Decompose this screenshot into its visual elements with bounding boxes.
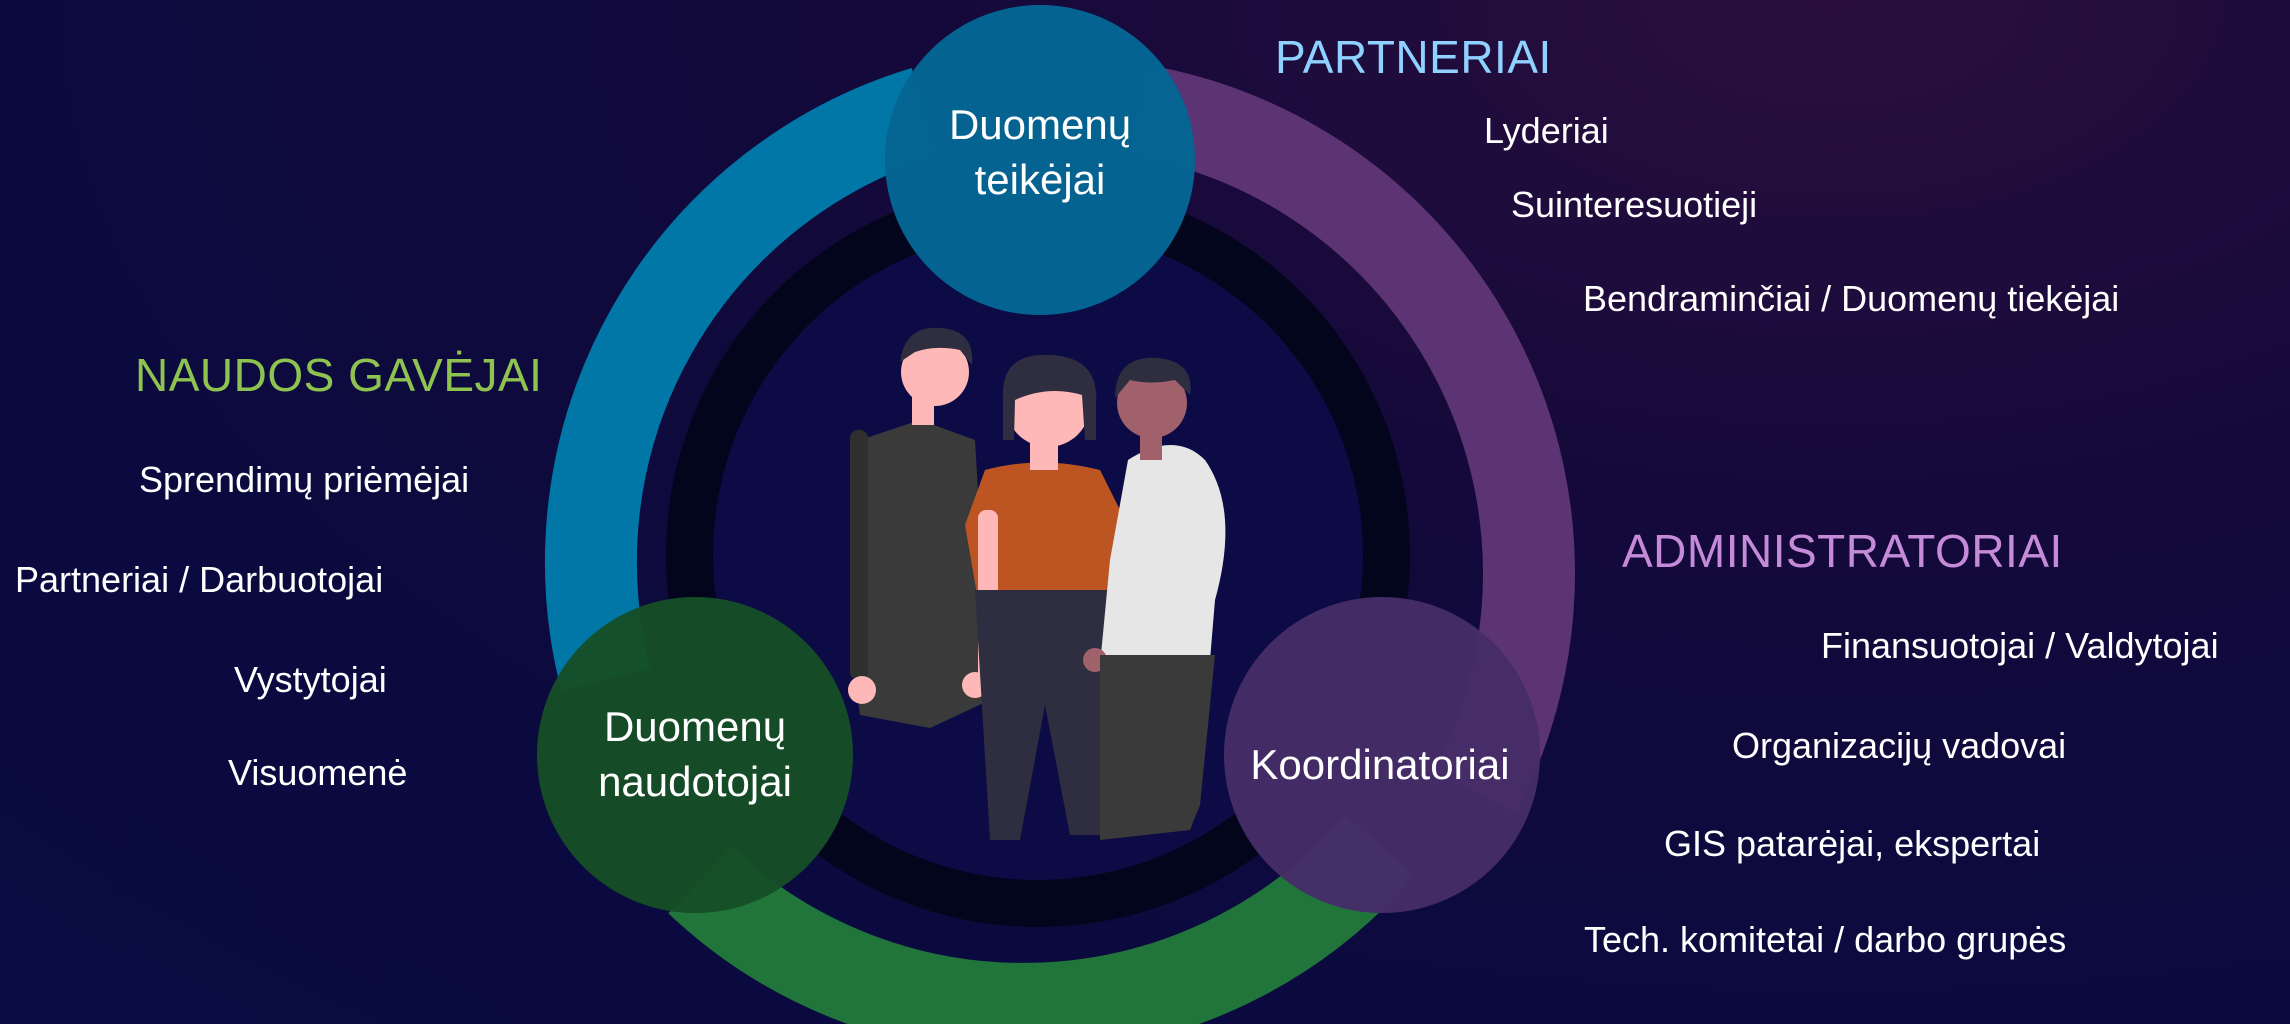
naudos-gavejai-item-4: Visuomenė bbox=[228, 752, 408, 793]
node-top-label-line1: Duomenų bbox=[948, 101, 1132, 148]
node-right-label-text: Koordinatoriai bbox=[1250, 741, 1510, 788]
partneriai-item-1: Lyderiai bbox=[1484, 110, 1609, 151]
green-arc bbox=[668, 814, 1415, 1024]
node-duomenu-naudotojai bbox=[537, 597, 853, 913]
administratoriai-item-3: GIS patarėjai, ekspertai bbox=[1664, 823, 2041, 864]
node-left-label-line2: naudotojai bbox=[598, 757, 792, 805]
administratoriai-item-1: Finansuotojai / Valdytojai bbox=[1821, 625, 2219, 666]
administratoriai-heading: ADMINISTRATORIAI bbox=[1622, 525, 2063, 577]
naudos-gavejai-item-1: Sprendimų priėmėjai bbox=[139, 459, 470, 500]
people-group-illustration bbox=[848, 327, 1226, 840]
partneriai-item-2: Suinteresuotieji bbox=[1511, 184, 1758, 225]
administratoriai-item-2: Organizacijų vadovai bbox=[1732, 725, 2067, 766]
node-top-label-line2: teikėjai bbox=[974, 155, 1106, 203]
teal-arc bbox=[544, 67, 939, 692]
administratoriai-item-4: Tech. komitetai / darbo grupės bbox=[1584, 919, 2067, 960]
naudos-gavejai-item-3: Vystytojai bbox=[234, 659, 387, 700]
node-top-label: Duomenų teikėjai bbox=[885, 98, 1195, 207]
node-left-label-line1: Duomenų bbox=[603, 703, 787, 750]
node-left-label: Duomenų naudotojai bbox=[540, 700, 850, 809]
naudos-gavejai-item-2: Partneriai / Darbuotojai bbox=[15, 559, 384, 600]
node-right-label: Koordinatoriai bbox=[1225, 738, 1535, 793]
purple-arc bbox=[1130, 64, 1575, 814]
partneriai-heading: PARTNERIAI bbox=[1275, 31, 1552, 83]
naudos-gavejai-heading: NAUDOS GAVĖJAI bbox=[135, 349, 543, 401]
partneriai-item-3: Bendraminčiai / Duomenų tiekėjai bbox=[1583, 278, 2120, 319]
node-koordinatoriai bbox=[1224, 597, 1540, 913]
